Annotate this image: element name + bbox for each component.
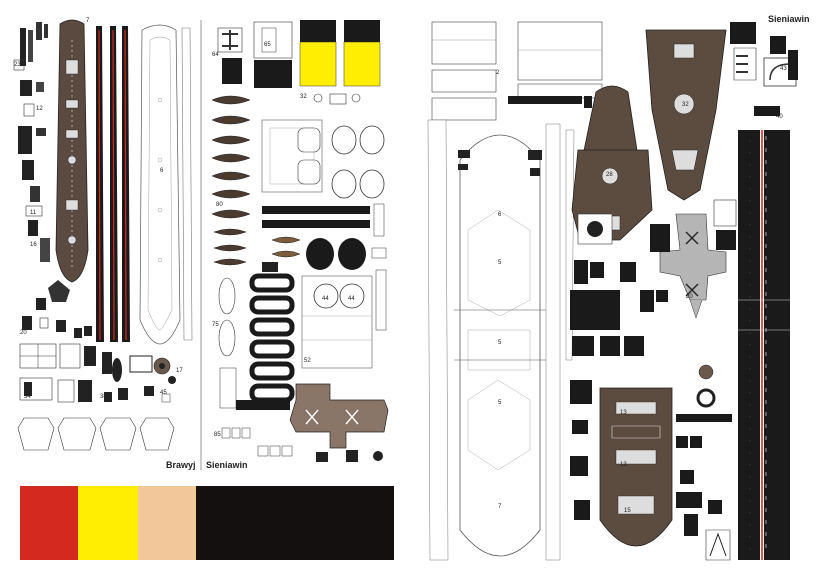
svg-text:44: 44 bbox=[322, 296, 329, 302]
svg-text:75: 75 bbox=[212, 322, 219, 328]
sieniawin-right-parts bbox=[427, 21, 807, 561]
svg-text:38: 38 bbox=[100, 394, 107, 400]
part-funnel-yellow bbox=[299, 41, 337, 87]
svg-text:20: 20 bbox=[686, 294, 693, 300]
svg-text:6: 6 bbox=[160, 168, 164, 174]
part-propeller-disc bbox=[338, 238, 366, 270]
svg-text:13: 13 bbox=[24, 146, 31, 152]
svg-text:13: 13 bbox=[620, 462, 627, 468]
svg-text:44: 44 bbox=[348, 296, 355, 302]
svg-text:2: 2 bbox=[496, 70, 500, 76]
part-mast bbox=[20, 28, 26, 66]
svg-text:7: 7 bbox=[498, 504, 502, 510]
svg-text:64: 64 bbox=[212, 52, 219, 58]
part-propeller-disc bbox=[306, 238, 334, 270]
svg-text:28: 28 bbox=[606, 172, 613, 178]
svg-text:40: 40 bbox=[776, 114, 783, 120]
svg-text:20: 20 bbox=[20, 330, 27, 336]
swatch-yellow bbox=[78, 486, 138, 560]
part-funnel-black bbox=[300, 20, 336, 42]
part-hull-bottom bbox=[139, 24, 181, 345]
part-right-hull-strip bbox=[764, 130, 790, 560]
part-bridge-platform bbox=[289, 383, 389, 449]
svg-text:5: 5 bbox=[498, 400, 502, 406]
part-black-strip bbox=[262, 220, 370, 228]
svg-text:23: 23 bbox=[14, 62, 21, 68]
part-funnel-yellow bbox=[343, 41, 381, 87]
part-mast bbox=[28, 30, 33, 62]
svg-text:45: 45 bbox=[160, 390, 167, 396]
label-sieniawin-right: Sieniawin bbox=[768, 14, 810, 24]
svg-text:15: 15 bbox=[624, 508, 631, 514]
swatch-black bbox=[196, 486, 394, 560]
svg-text:32: 32 bbox=[682, 102, 689, 108]
svg-text:6: 6 bbox=[498, 212, 502, 218]
svg-text:13: 13 bbox=[620, 410, 627, 416]
svg-text:65: 65 bbox=[264, 42, 271, 48]
part-funnel-black bbox=[344, 20, 380, 42]
svg-text:11: 11 bbox=[30, 210, 37, 216]
svg-text:34: 34 bbox=[24, 394, 31, 400]
sieniawin-middle-parts bbox=[211, 20, 389, 462]
part-funnel-base bbox=[48, 280, 70, 302]
part-black-strip bbox=[262, 206, 370, 214]
svg-text:17: 17 bbox=[176, 368, 183, 374]
part-large-hull-bottom bbox=[459, 134, 541, 557]
svg-text:16: 16 bbox=[30, 242, 37, 248]
part-right-hull-strip bbox=[738, 130, 760, 560]
svg-text:7: 7 bbox=[86, 18, 90, 24]
svg-text:12: 12 bbox=[36, 106, 43, 112]
svg-text:5: 5 bbox=[498, 340, 502, 346]
svg-text:43: 43 bbox=[780, 66, 787, 72]
svg-text:52: 52 bbox=[304, 358, 311, 364]
swatch-tan bbox=[138, 486, 196, 560]
swatch-red bbox=[20, 486, 78, 560]
svg-text:85: 85 bbox=[214, 432, 221, 438]
brawyj-parts bbox=[13, 19, 193, 451]
svg-text:80: 80 bbox=[216, 202, 223, 208]
svg-text:32: 32 bbox=[300, 94, 307, 100]
svg-text:5: 5 bbox=[498, 260, 502, 266]
label-sieniawin-left: Sieniawin bbox=[206, 460, 248, 470]
label-brawyj: Brawyj bbox=[166, 460, 196, 470]
part-forward-deck bbox=[645, 29, 727, 201]
